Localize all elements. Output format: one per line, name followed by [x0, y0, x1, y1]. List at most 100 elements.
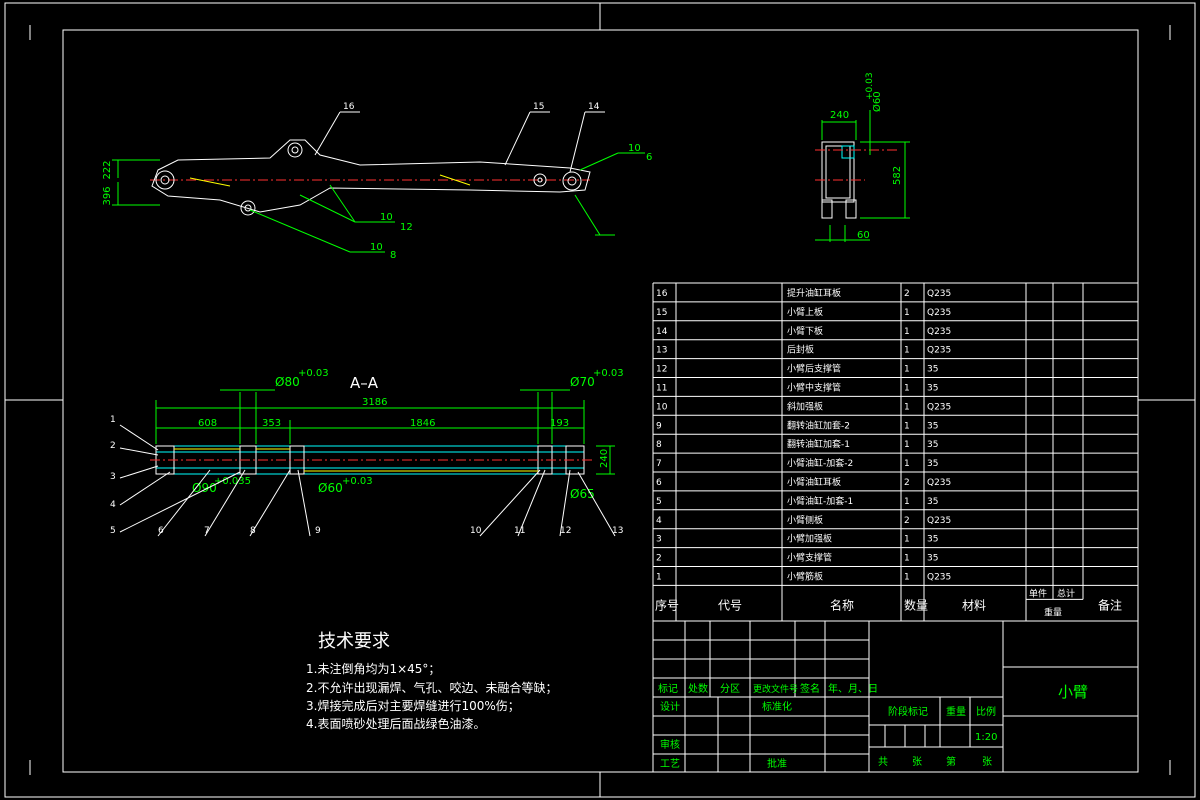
- callout-7: 7: [204, 526, 210, 536]
- bom-header-remark: 备注: [1098, 597, 1122, 612]
- tech-req-2: 2.不允许出现漏焊、气孔、咬边、未融合等缺；: [306, 680, 557, 695]
- tech-req-3: 3.焊接完成后对主要焊缝进行100%伤；: [306, 698, 520, 713]
- tb-count: 处数: [688, 682, 708, 695]
- bom-header-unit: 单件: [1029, 587, 1047, 599]
- bom-row-name: 小臂支撑管: [787, 552, 832, 564]
- bom-row-material: 35: [927, 384, 938, 394]
- callout-6: 6: [158, 526, 164, 536]
- dim-222: 222: [102, 160, 113, 179]
- tb-sign: 签名: [800, 682, 820, 695]
- arm-side-view: 240 Ø60 +0.03 582 60: [815, 72, 910, 242]
- weld-10b: 10: [370, 242, 383, 253]
- bom-row-qty: 1: [904, 402, 910, 412]
- callout-10: 10: [470, 526, 482, 536]
- dim-60: 60: [857, 230, 870, 241]
- tb-total: 共: [878, 756, 888, 768]
- bom-row-name: 小臂后支撑管: [787, 363, 841, 375]
- bom-row-qty: 1: [904, 421, 910, 431]
- dim-582: 582: [892, 166, 903, 185]
- outer-border: [4, 2, 1196, 798]
- bom-header-code: 代号: [718, 598, 742, 612]
- fit-phi80-tol: +0.03: [298, 368, 329, 379]
- bom-row-material: Q235: [927, 516, 951, 526]
- bom-row-material: Q235: [927, 308, 951, 318]
- fit-phi60: Ø60: [318, 481, 343, 495]
- bom-row-no: 9: [656, 421, 662, 431]
- bom-row-name: 小臂侧板: [787, 514, 823, 526]
- bom-row-material: 35: [927, 497, 938, 507]
- callout-16: 16: [343, 102, 355, 112]
- bom-row-no: 7: [656, 459, 662, 469]
- fit-phi80: Ø80: [275, 375, 300, 389]
- bom-row-name: 小臂上板: [787, 306, 823, 318]
- bom-row-name: 小臂筋板: [787, 571, 823, 583]
- bom-row-qty: 1: [904, 497, 910, 507]
- weld-6: 6: [646, 152, 652, 163]
- weld-10a: 10: [380, 212, 393, 223]
- bom-row-material: Q235: [927, 402, 951, 412]
- bom-row-qty: 1: [904, 459, 910, 469]
- dim-3186: 3186: [362, 397, 387, 408]
- bom-row-no: 15: [656, 308, 667, 318]
- weld-12: 12: [400, 222, 413, 233]
- technical-requirements: 技术要求 1.未注倒角均为1×45°； 2.不允许出现漏焊、气孔、咬边、未融合等…: [306, 631, 557, 731]
- tb-mark: 标记: [658, 683, 678, 695]
- tech-req-title: 技术要求: [318, 631, 390, 652]
- dim-240: 240: [830, 110, 849, 121]
- tb-part-name: 小臂: [1058, 683, 1088, 701]
- bom-row-qty: 2: [904, 478, 910, 488]
- weld-8: 8: [390, 250, 396, 261]
- bom-row-no: 8: [656, 440, 662, 450]
- bom-row-material: Q235: [927, 346, 951, 356]
- bom-row-no: 10: [656, 402, 668, 412]
- bom-row-qty: 1: [904, 384, 910, 394]
- fit-phi90-tol: +0.035: [214, 476, 251, 487]
- callout-4: 4: [110, 500, 116, 510]
- tb-weight: 重量: [946, 705, 966, 718]
- bom-row-material: 35: [927, 440, 938, 450]
- bom-row-name: 后封板: [787, 344, 814, 356]
- bom-row-material: 35: [927, 365, 938, 375]
- arm-front-view: 222 396 16 15 14 10 12 10 8 10 6: [102, 102, 652, 261]
- dim-phi60-tol: +0.03: [865, 72, 875, 100]
- bom-row-no: 4: [656, 516, 662, 526]
- bom-header-weight: 重量: [1044, 606, 1062, 618]
- dim-193: 193: [550, 418, 569, 429]
- bom-row-name: 小臂下板: [787, 325, 823, 337]
- callout-2: 2: [110, 441, 116, 451]
- bom-row-material: Q235: [927, 478, 951, 488]
- fit-phi70: Ø70: [570, 375, 595, 389]
- bom-row-qty: 1: [904, 573, 910, 583]
- bom-row-material: Q235: [927, 327, 951, 337]
- tb-sheet-no: 第: [946, 755, 956, 768]
- bom-row-name: 翻转油缸加套-1: [787, 438, 850, 450]
- bom-row-no: 12: [656, 365, 667, 375]
- tb-scale: 比例: [976, 705, 996, 718]
- bom-row-name: 小臂加强板: [787, 533, 832, 545]
- bom-row-no: 5: [656, 497, 662, 507]
- bom-row-name: 小臂中支撑管: [787, 382, 841, 394]
- bom-row-qty: 2: [904, 289, 910, 299]
- fit-phi60-tol: +0.03: [342, 476, 373, 487]
- centering-marks: [5, 3, 1195, 797]
- callout-15: 15: [533, 102, 544, 112]
- callout-9: 9: [315, 526, 321, 536]
- bom-row-material: 35: [927, 421, 938, 431]
- bom-row-qty: 1: [904, 365, 910, 375]
- bom-row-qty: 1: [904, 554, 910, 564]
- bom-row-name: 翻转油缸加套-2: [787, 419, 850, 431]
- tb-scale-value: 1:20: [975, 732, 997, 743]
- callout-3: 3: [110, 472, 116, 482]
- bom-header-material: 材料: [962, 598, 986, 612]
- tb-sheet: 张: [912, 756, 922, 768]
- bom-row-no: 14: [656, 327, 668, 337]
- bom-row-no: 2: [656, 554, 662, 564]
- callout-5: 5: [110, 526, 116, 536]
- inner-frame: [62, 29, 1139, 773]
- bom-row-material: Q235: [927, 289, 951, 299]
- tb-design: 设计: [660, 700, 680, 713]
- bom-row-no: 16: [656, 289, 668, 299]
- bom-row-qty: 1: [904, 327, 910, 337]
- dim-396: 396: [102, 186, 113, 205]
- weld-10c: 10: [628, 143, 641, 154]
